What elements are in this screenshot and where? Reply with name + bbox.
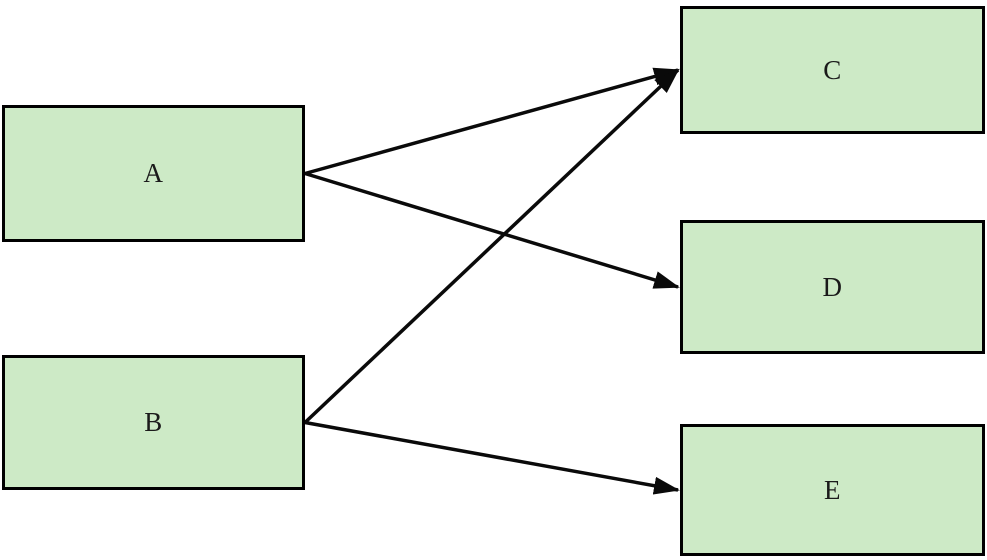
node-C: C — [680, 6, 985, 134]
node-A: A — [2, 105, 305, 242]
edge-A-C — [304, 67, 680, 176]
edge-A-D — [304, 171, 680, 289]
node-label: D — [822, 271, 843, 302]
node-B: B — [2, 355, 305, 490]
node-E: E — [680, 424, 985, 556]
node-label: B — [144, 407, 163, 437]
edge-B-E — [304, 420, 680, 495]
node-D: D — [680, 220, 985, 354]
edge-B-C — [303, 68, 680, 424]
node-label: C — [823, 54, 842, 85]
node-label: E — [824, 474, 841, 505]
node-label: A — [143, 158, 164, 188]
